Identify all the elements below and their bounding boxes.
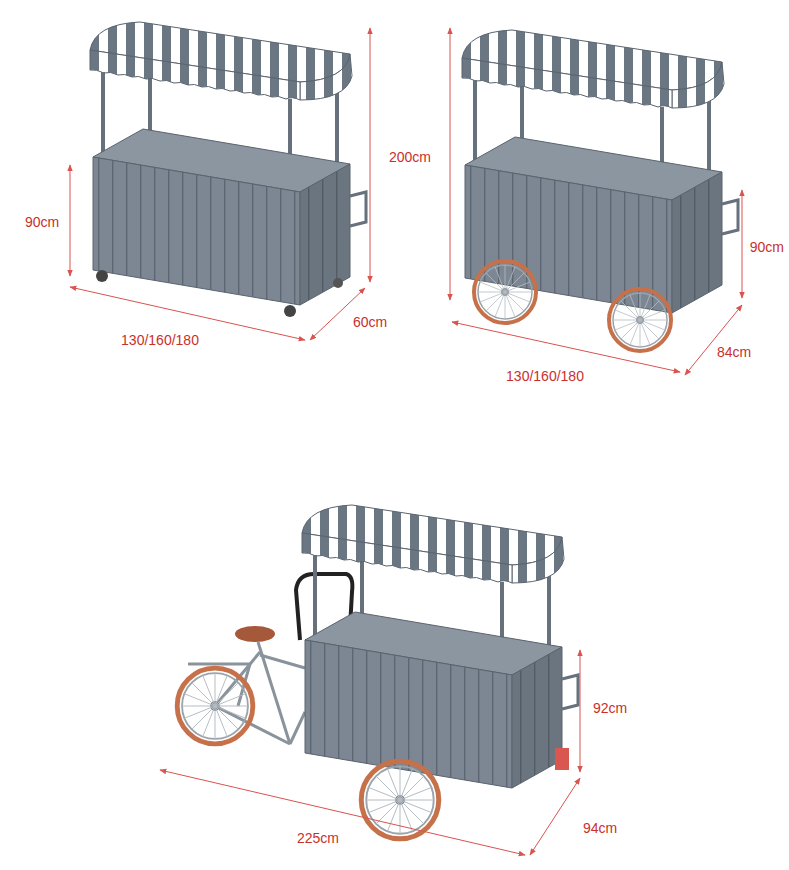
dimension-label: 130/160/180 bbox=[504, 368, 586, 384]
dimension-label: 200cm bbox=[387, 149, 433, 165]
dimension-label: 130/160/180 bbox=[119, 332, 201, 348]
dimension-label: 92cm bbox=[591, 700, 629, 716]
dimension-label: 94cm bbox=[581, 820, 619, 836]
dimension-label: 84cm bbox=[715, 344, 753, 360]
dimension-label: 225cm bbox=[295, 830, 341, 846]
dimension-label: 60cm bbox=[351, 314, 389, 330]
dimension-label: 90cm bbox=[748, 239, 786, 255]
dimension-label: 90cm bbox=[23, 214, 61, 230]
